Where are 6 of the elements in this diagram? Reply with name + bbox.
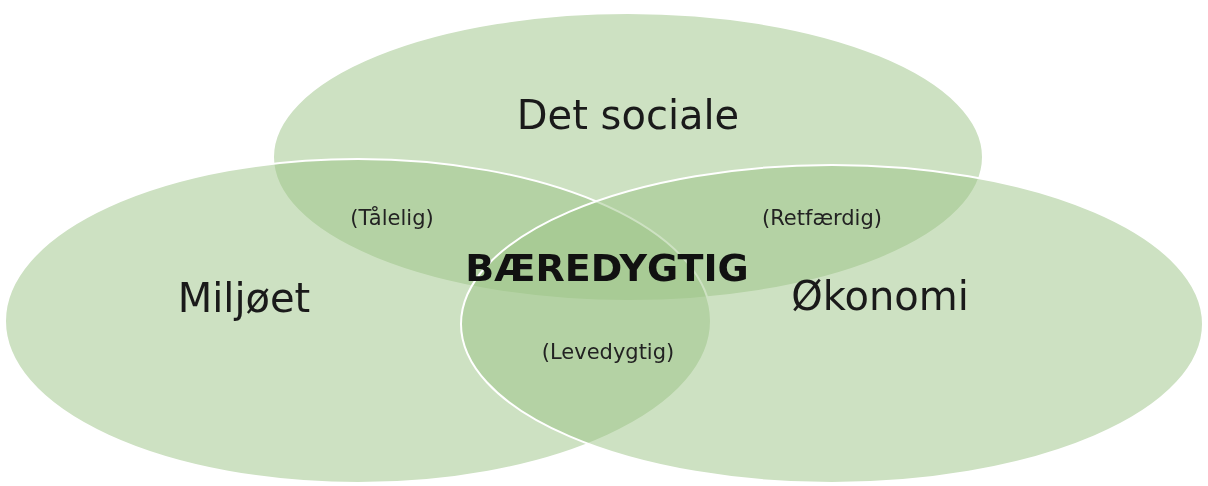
overlap-label: (Retfærdig) [762,206,882,230]
set-label: Det sociale [516,92,740,138]
overlap-label: (Levedygtig) [541,340,675,364]
set-label: Økonomi [791,273,969,319]
set-label: Miljøet [177,275,311,321]
overlap-label: (Tålelig) [350,206,434,230]
